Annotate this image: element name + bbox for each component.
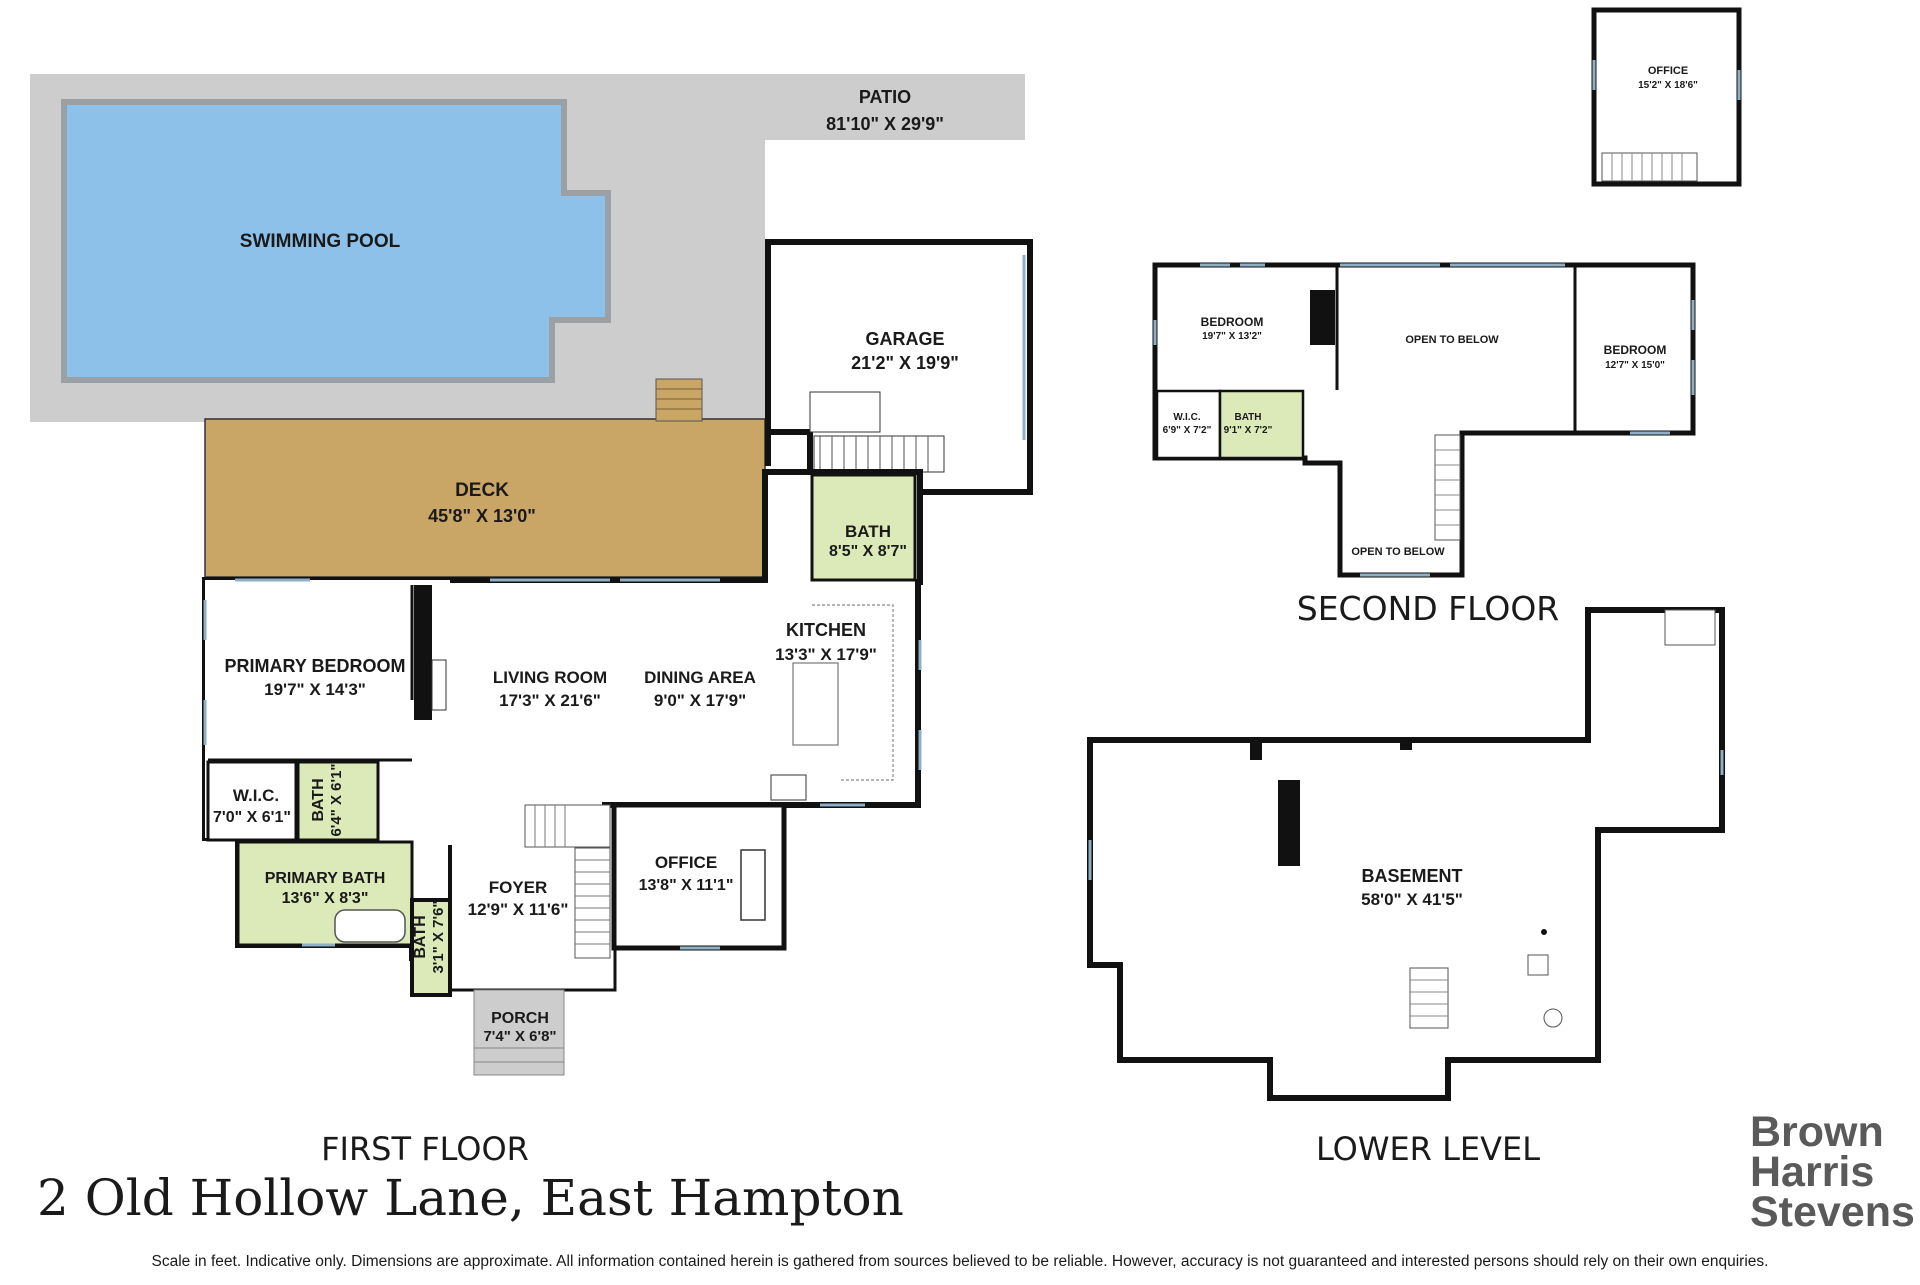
porch-area xyxy=(473,989,565,1076)
brand-line-2: Harris xyxy=(1750,1148,1874,1196)
second-wic xyxy=(1155,389,1222,460)
lower-level-heading: LOWER LEVEL xyxy=(1316,1130,1540,1168)
office-dims: 13'8" X 11'1" xyxy=(639,877,734,894)
wic-dims: 7'0" X 6'1" xyxy=(213,809,291,826)
property-address: 2 Old Hollow Lane, East Hampton xyxy=(37,1169,904,1227)
deck-dims: 45'8" X 13'0" xyxy=(428,506,536,526)
second-bath-dims: 9'1" X 7'2" xyxy=(1224,425,1273,436)
brand-logo: Brown Harris Stevens xyxy=(1750,1108,1915,1236)
patio-dims: 81'10" X 29'9" xyxy=(826,114,944,134)
second-wic-dims: 6'9" X 7'2" xyxy=(1163,425,1212,436)
pool-name: SWIMMING POOL xyxy=(240,231,401,252)
garage-bath xyxy=(810,473,917,582)
dining-area-name: DINING AREA xyxy=(644,668,756,687)
first-floor-heading: FIRST FLOOR xyxy=(321,1130,529,1168)
outbuilding-office-dims: 15'2" X 18'6" xyxy=(1638,80,1698,91)
second-bath xyxy=(1218,389,1305,460)
porch-dims: 7'4" X 6'8" xyxy=(483,1028,556,1045)
second-bath-name: BATH xyxy=(1234,412,1261,423)
kitchen-island xyxy=(792,662,839,746)
second-bedroom-b-dims: 12'7" X 15'0" xyxy=(1605,360,1665,371)
deck-name: DECK xyxy=(455,480,509,501)
second-bedroom-a-dims: 19'7" X 13'2" xyxy=(1202,331,1262,342)
small-bath-name: BATH xyxy=(310,778,327,821)
foyer-bath-name: BATH xyxy=(412,915,429,958)
basement-walls xyxy=(1087,607,1725,1101)
garage-bath-name: BATH xyxy=(845,522,891,541)
garage-name: GARAGE xyxy=(865,329,944,349)
primary-bath-dims: 13'6" X 8'3" xyxy=(282,890,369,907)
lower-level-plan xyxy=(1087,607,1725,1101)
disclaimer-text: Scale in feet. Indicative only. Dimensio… xyxy=(152,1253,1769,1270)
living-room-name: LIVING ROOM xyxy=(493,668,607,687)
garage-bath-dims: 8'5" X 8'7" xyxy=(829,543,907,560)
open-to-below-b: OPEN TO BELOW xyxy=(1351,546,1445,558)
room-labels: PATIO 81'10" X 29'9" SWIMMING POOL GARAG… xyxy=(213,65,1698,1045)
open-to-below-a: OPEN TO BELOW xyxy=(1405,334,1499,346)
second-stairs xyxy=(1434,434,1461,541)
primary-bedroom-name: PRIMARY BEDROOM xyxy=(224,656,405,676)
brand-line-1: Brown xyxy=(1750,1108,1884,1156)
first-floor-plan xyxy=(30,74,1033,1076)
garage-dims: 21'2" X 19'9" xyxy=(851,353,959,373)
second-bedroom-b-name: BEDROOM xyxy=(1604,343,1667,357)
foyer-bath-dims: 3'1" X 7'6" xyxy=(430,900,447,973)
porch-name: PORCH xyxy=(491,1010,549,1027)
living-room-dims: 17'3" X 21'6" xyxy=(499,691,601,710)
brand-line-3: Stevens xyxy=(1750,1188,1915,1236)
basement-dims: 58'0" X 41'5" xyxy=(1361,890,1463,909)
kitchen-name: KITCHEN xyxy=(786,620,866,640)
office-name: OFFICE xyxy=(655,853,717,872)
primary-bedroom-dims: 19'7" X 14'3" xyxy=(264,680,366,699)
wic-name: W.I.C. xyxy=(233,786,279,805)
second-bedroom-a-name: BEDROOM xyxy=(1201,315,1264,329)
small-bath-dims: 6'4" X 6'1" xyxy=(328,763,345,836)
second-wic-name: W.I.C. xyxy=(1173,412,1200,423)
fireplace xyxy=(414,585,432,720)
outbuilding-plan xyxy=(1591,7,1742,187)
outbuilding-office-name: OFFICE xyxy=(1648,65,1688,77)
deck-area xyxy=(204,418,766,578)
foyer-dims: 12'9" X 11'6" xyxy=(468,900,569,919)
patio-name: PATIO xyxy=(859,87,911,107)
second-floor-heading: SECOND FLOOR xyxy=(1297,589,1559,628)
patio-edge-line xyxy=(765,153,1019,240)
garage-stairs xyxy=(809,391,945,473)
wic-room xyxy=(206,760,298,842)
basement-name: BASEMENT xyxy=(1361,866,1462,886)
foyer-stairs xyxy=(524,804,611,959)
swimming-pool xyxy=(61,99,611,383)
deck-steps xyxy=(655,378,703,422)
kitchen-dims: 13'3" X 17'9" xyxy=(775,645,877,664)
small-bath xyxy=(296,760,380,842)
second-floor-plan xyxy=(1152,262,1696,578)
dining-area-dims: 9'0" X 17'9" xyxy=(654,691,746,710)
foyer-name: FOYER xyxy=(489,878,548,897)
primary-bath-name: PRIMARY BATH xyxy=(265,870,386,887)
